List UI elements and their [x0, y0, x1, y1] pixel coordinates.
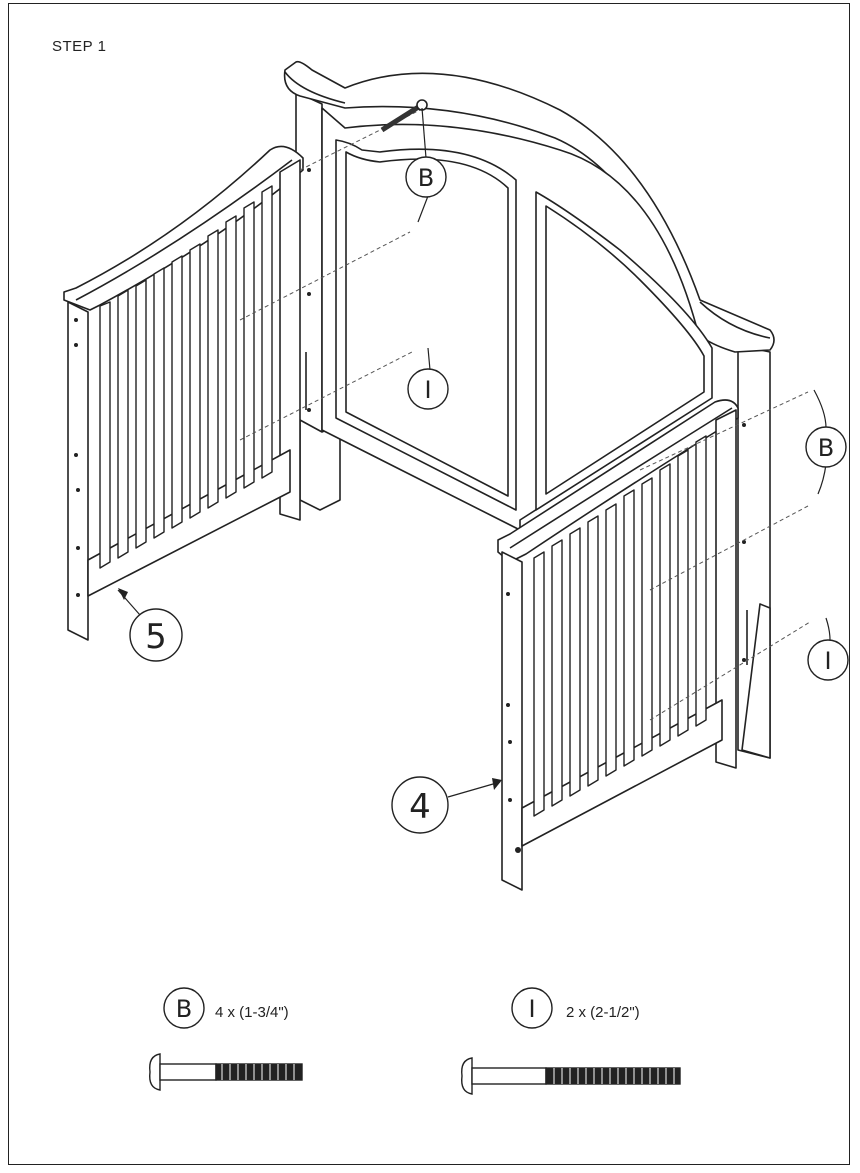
- hardware-i-circle: [511, 987, 553, 1029]
- callout-b-right-label: B: [818, 434, 834, 462]
- part-4-label: 4: [409, 787, 431, 827]
- callout-b-right: [805, 426, 847, 468]
- hardware-i-letter: I: [528, 995, 535, 1023]
- side-rail-4: [497, 399, 746, 891]
- callout-part-4: [391, 776, 449, 834]
- hardware-b-letter: B: [176, 995, 192, 1023]
- hardware-b-quantity: 4 x (1-3/4"): [215, 1004, 289, 1021]
- headboard: [283, 60, 775, 759]
- callout-i-right: [807, 639, 849, 681]
- bolt-b-icon: [149, 1053, 303, 1091]
- hardware-i-quantity: 2 x (2-1/2"): [566, 1004, 640, 1021]
- headboard-bolt: [380, 99, 428, 133]
- hardware-b-circle: [163, 987, 205, 1029]
- bolt-i-icon: [461, 1057, 681, 1095]
- callout-i-headboard-label: I: [424, 376, 431, 404]
- callout-b-headboard-label: B: [418, 164, 434, 192]
- callout-b-headboard: [405, 156, 447, 198]
- bolt-paths: [239, 109, 811, 721]
- callout-i-headboard: [407, 368, 449, 410]
- callout-part-5: [129, 608, 183, 662]
- page-frame: [8, 3, 850, 1165]
- side-rail-5: [63, 145, 311, 641]
- part-5-label: 5: [145, 617, 167, 657]
- step-title: STEP 1: [52, 38, 107, 55]
- callout-i-right-label: I: [824, 647, 831, 675]
